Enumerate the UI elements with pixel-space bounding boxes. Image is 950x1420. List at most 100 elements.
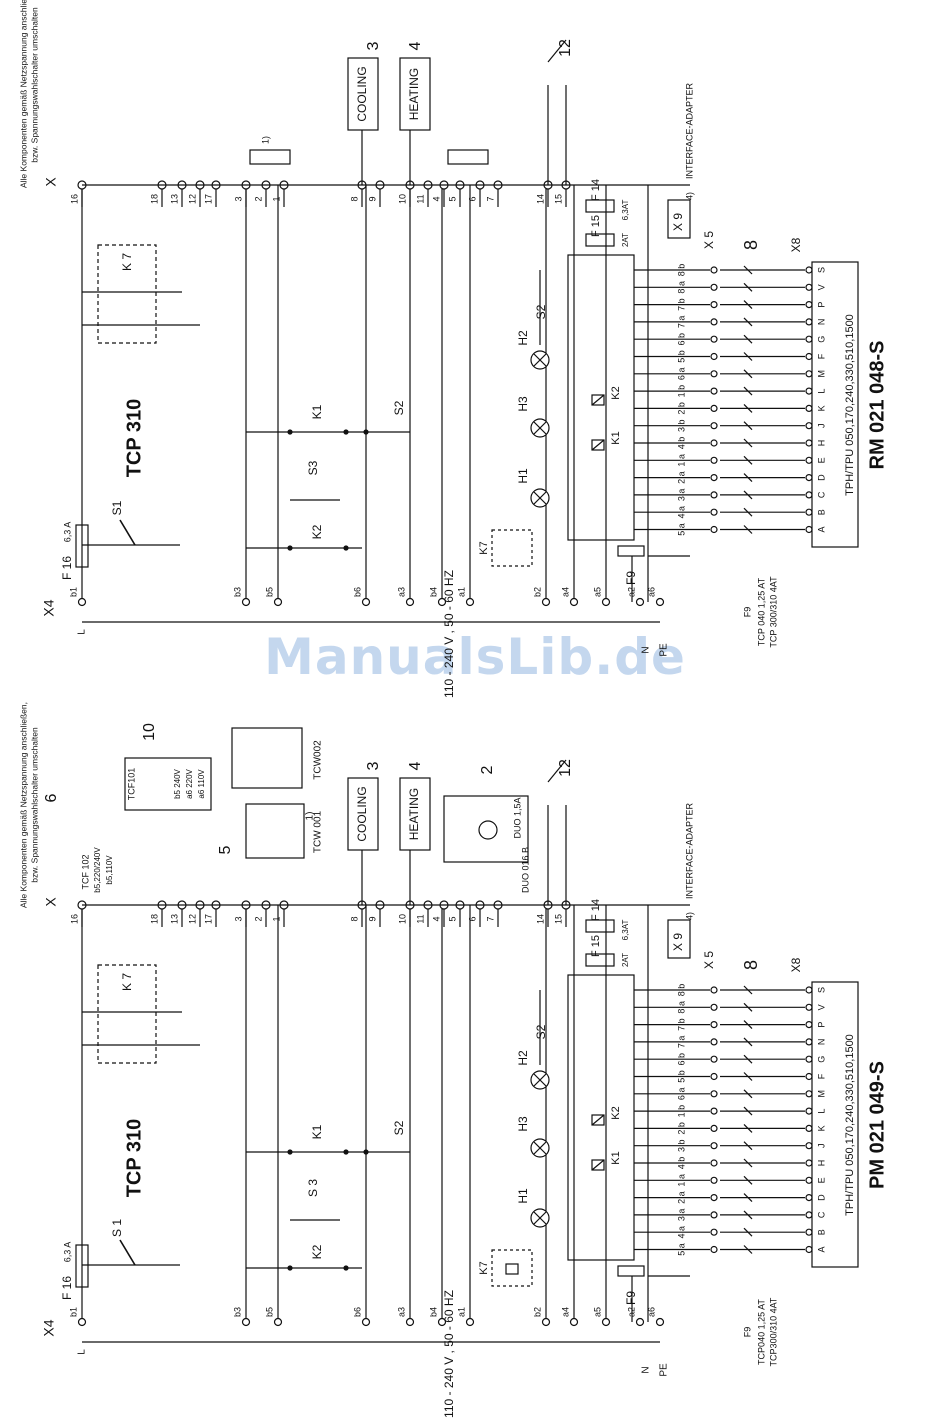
ref-2: 2 [479,765,496,774]
switch-s2-label: S2 [392,1120,406,1135]
f9-footnote-row: TCP 300/310 4AT [768,576,778,648]
module-duo2-label: DUO 016 B [520,847,530,893]
pin-letter: G [816,1056,826,1063]
bus-label: a3 [396,1307,406,1317]
relay-k7-coil-label: K7 [478,541,490,554]
pin-letter: M [816,1090,826,1098]
pin-letter: F [816,353,826,359]
connector-x9 [667,919,691,959]
x5-pin [710,1228,718,1236]
x8-pin [805,1090,813,1098]
x5-pin [710,301,718,309]
fuse-f15-label: F 15 [590,935,602,957]
fuse-f16-rating: 6,3 A [62,522,72,543]
pin-label: 6 b [676,1053,686,1066]
x5-pin [710,283,718,291]
x8-pin [805,1020,813,1029]
pin-letter: J [816,1143,826,1148]
x8-pin [805,1072,813,1081]
x5-pin [710,474,718,482]
fuse-f15-label: F 15 [590,215,602,237]
x8-pin [805,1176,813,1184]
cable-slash [743,1106,753,1116]
junction-dot [363,429,369,435]
unit-series-label: TPH/TPU 050,170,240,330,510,1500 [844,314,856,496]
diagram-title: TCP 310 [123,1119,145,1198]
terminal-number: 12 [187,194,197,204]
terminal-number: 16 [69,194,79,204]
pin-label: 5 a [676,1243,686,1256]
lamp-h3-cross [533,1141,547,1155]
terminal-number: 5 [447,916,457,921]
cooling-number: 3 [365,41,382,50]
x8-pin [805,422,813,430]
relay-k7 [97,244,157,344]
pin-label: 7 a [676,1036,686,1049]
x5-pin [710,525,718,534]
bus-label: b1 [68,1307,78,1317]
connector-x4-label: X4 [41,599,57,616]
x5-pin [710,1142,718,1150]
pin-label: 2 a [676,1191,686,1204]
cooling-number: 3 [365,761,382,770]
x8-pin [805,1211,813,1219]
pin-label: 8 b [676,984,686,997]
cable-slash [743,525,753,534]
relay-k7-label: K 7 [120,253,134,271]
pin-letter: N [816,1039,826,1046]
pin-letter: J [816,423,826,428]
connector-x-label: X [43,177,59,187]
pin-label: 4 b [676,1157,686,1170]
cable-slash [743,1037,753,1047]
bus-terminal [569,597,579,607]
terminal-number: 3 [233,916,243,921]
pin-letter: H [816,1160,826,1167]
pin-label: 6 a [676,1088,686,1101]
controller-board [567,254,635,541]
terminal-number: 14 [535,194,545,204]
cable-slash [743,1210,753,1220]
x5-pin [710,370,718,378]
pin-letter: B [816,509,826,515]
switch-s2-label: S2 [392,400,406,415]
terminal-number: 8 [349,196,359,201]
cable-slash [743,1072,753,1081]
terminal-number: 1 [271,196,281,201]
switch-s3-label: S3 [306,460,320,475]
pin-letter: M [816,370,826,378]
diagram-note: Alle Komponenten gemäß Netzspannung ansc… [18,702,28,908]
cable-slash [743,1227,753,1237]
x8-pin [805,508,813,516]
terminal-number: 17 [203,194,213,204]
x8-pin [805,335,813,343]
cable-slash [743,1002,753,1012]
connector-x8-label: X8 [789,957,803,972]
voltage-label: b5,110V [105,855,114,885]
cooling-box [347,57,379,131]
x8-pin [805,1107,813,1115]
x5-pin [710,1159,718,1167]
cable-slash [743,438,753,448]
relay-coil-k2-diag [591,1114,605,1126]
cable-slash [743,421,753,431]
f9-footnote-row: TCP300/310 4AT [768,1297,778,1366]
fuse-f15 [585,953,615,967]
f9-footnote-row: TCP 040 1,25 AT [756,577,766,646]
lamp-h2-label: H2 [516,1050,530,1066]
neutral-label: N [641,646,652,653]
bus-label: a1 [456,587,466,597]
ref-5: 5 [217,845,234,854]
note-4: 4) [684,912,694,920]
connector-x9-label: X 9 [671,933,685,951]
bus-terminal [635,597,645,607]
fuse-f15 [585,233,615,247]
terminal-number: 2 [253,196,263,201]
cable-slash [743,352,753,361]
pin-label: 6 b [676,333,686,346]
bus-label: b4 [428,587,438,597]
heating-box [399,777,431,851]
cable-slash [743,1054,753,1064]
supply-label: 110 - 240 V , 50 - 60 HZ [442,1290,456,1418]
x5-pin [710,352,718,361]
cooling-label: COOLING [355,786,369,841]
